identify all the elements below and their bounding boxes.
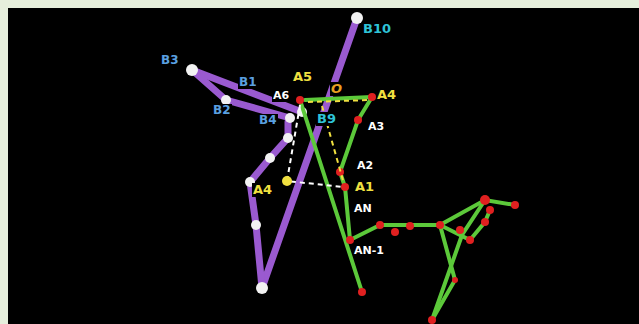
atom-label: A5 bbox=[292, 70, 313, 84]
distance-lines bbox=[287, 100, 370, 187]
green-chain-beads bbox=[296, 93, 519, 324]
atom-label: B1 bbox=[238, 76, 258, 89]
atom-label: A4 bbox=[252, 183, 273, 197]
purple-chain bbox=[192, 18, 357, 288]
atom-label: O bbox=[330, 82, 343, 96]
atom-label: A4 bbox=[376, 88, 397, 102]
render-ground bbox=[8, 8, 639, 324]
atom-label: B4 bbox=[258, 114, 278, 127]
purple-chain-joints bbox=[186, 12, 363, 294]
atom-label: A2 bbox=[356, 160, 374, 172]
atom-label: AN bbox=[353, 203, 373, 215]
atom-label: AN-1 bbox=[353, 245, 385, 257]
atom-label: A1 bbox=[354, 180, 375, 194]
atom-label: B2 bbox=[212, 104, 232, 117]
atom-label: A3 bbox=[367, 121, 385, 133]
atom-label: B9 bbox=[316, 112, 337, 126]
green-chain bbox=[300, 97, 515, 320]
atom-label: B10 bbox=[362, 22, 392, 36]
centroid-dot bbox=[282, 176, 292, 186]
atom-label: B3 bbox=[160, 54, 180, 67]
atom-label: A6 bbox=[272, 90, 290, 102]
